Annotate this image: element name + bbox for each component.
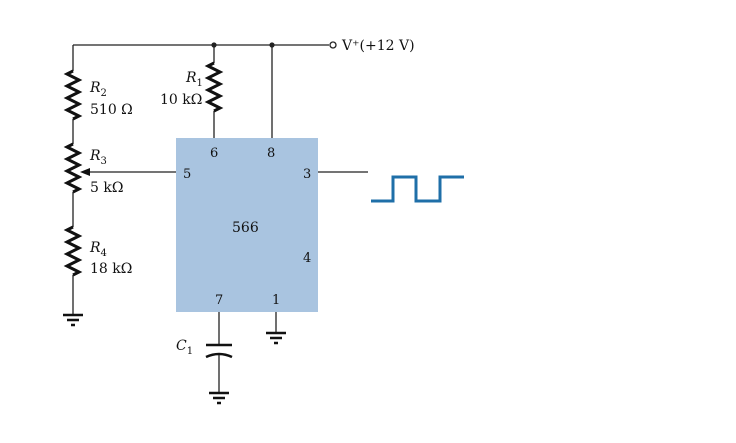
r4-label: R4	[89, 240, 107, 259]
ic-label: 566	[232, 220, 259, 236]
supply-terminal	[329, 41, 337, 49]
r2-label: R2	[89, 80, 107, 99]
pin-3: 3	[303, 167, 311, 182]
ground-symbol	[266, 331, 286, 345]
square-wave-output	[371, 175, 464, 203]
pin-5: 5	[183, 167, 191, 182]
pin-6: 6	[210, 146, 218, 161]
capacitor-c1	[205, 343, 233, 359]
r3-label: R3	[89, 148, 107, 167]
r4-value: 18 kΩ	[90, 261, 132, 277]
potentiometer-r3	[63, 142, 83, 194]
r2-value: 510 Ω	[90, 102, 133, 118]
ic-566-body	[176, 138, 318, 312]
pin-4: 4	[303, 251, 311, 266]
resistor-r4	[63, 225, 83, 277]
pin-1: 1	[272, 293, 280, 308]
supply-label: V⁺(+12 V)	[341, 38, 415, 54]
ground-symbol	[63, 313, 83, 327]
r1-value: 10 kΩ	[160, 92, 202, 108]
r3-value: 5 kΩ	[90, 180, 123, 196]
c1-label: C1	[176, 338, 193, 357]
ground-symbol	[209, 391, 229, 405]
r1-label: R1	[185, 70, 203, 89]
pin-8: 8	[267, 146, 275, 161]
resistor-r1	[204, 61, 224, 113]
wiper-arrow	[80, 168, 90, 176]
pin-7: 7	[215, 293, 223, 308]
resistor-r2	[63, 69, 83, 121]
